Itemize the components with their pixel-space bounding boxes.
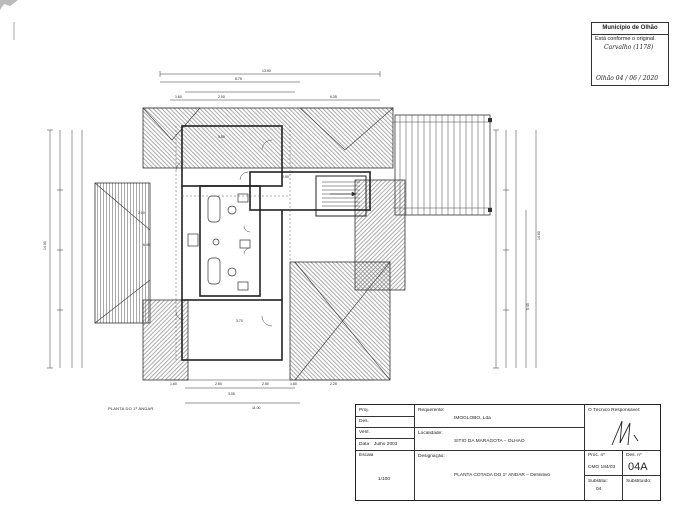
- dim-bot-c: 3.05: [228, 392, 235, 396]
- dim-wing: 2.10: [138, 211, 145, 215]
- dim-center: 6.40: [143, 243, 150, 247]
- roof-top: [142, 107, 394, 169]
- requerente-label: Requerente:: [418, 408, 445, 413]
- stamp-signature: Carvalho (1178): [604, 44, 654, 52]
- dim-corridor: 2.90: [282, 175, 289, 179]
- roof-left: [94, 182, 151, 324]
- tecnico-label: O Técnico Responsável:: [588, 408, 641, 413]
- roof-ridge-top: [142, 107, 201, 141]
- dim-room-w: 3.50: [218, 135, 225, 139]
- dim-bot-d: 2.50: [262, 382, 269, 386]
- dimension-labels: 13.90 8.75 6.35 2.00 1.60 11.00 1.60 2.5…: [43, 69, 541, 410]
- dim-bottom-total: 11.00: [252, 406, 261, 410]
- certification-stamp: Município de Olhão Está conforme o origi…: [591, 22, 669, 86]
- bathroom-fixtures: [187, 193, 251, 291]
- substituido-label: Substituído:: [626, 479, 652, 484]
- requerente-value: IMOGLOBO, Lda: [454, 416, 491, 421]
- dim-room-h: 3.70: [236, 319, 243, 323]
- dim-top-total: 13.90: [262, 69, 271, 73]
- des-n-value: 04A: [628, 461, 648, 473]
- data-label: Data: [359, 442, 370, 447]
- dim-top-c: 2.00: [218, 95, 225, 99]
- dim-bot-f: 2.25: [330, 382, 337, 386]
- stamp-date: Olhão 04 / 06 / 2020: [596, 75, 659, 82]
- technician-signature: [611, 420, 639, 446]
- door-swings: [175, 139, 273, 327]
- drawing-caption: PLANTA DO 1º ANDAR: [108, 406, 154, 411]
- scan-mark: [0, 0, 18, 10]
- designacao-value: PLANTA COTADA DO 1º ANDAR – Definitivo: [454, 473, 550, 478]
- dim-bot-e: 1.60: [290, 382, 297, 386]
- stairs: [322, 181, 360, 207]
- stamp-heading: Município de Olhão: [592, 23, 668, 35]
- dim-top-a: 8.75: [235, 77, 242, 81]
- designacao-label: Designação:: [418, 454, 445, 459]
- escala-value: 1/100: [378, 477, 391, 482]
- roof-bottom-right: [289, 261, 391, 381]
- dim-bot-b: 2.50: [215, 382, 222, 386]
- title-block: Proj. Des. Verif. Data Julho 2003 Escala…: [355, 404, 661, 501]
- data-value: Julho 2003: [374, 442, 398, 447]
- roof-areas: [94, 107, 406, 381]
- localidade-value: SITIO DA MARAGOTA – OLHÃO: [454, 439, 525, 444]
- pergola: [393, 114, 492, 216]
- verif-label: Verif.: [359, 430, 370, 435]
- proc-value: CMO 184/03: [588, 465, 616, 470]
- dimension-lines: [49, 73, 537, 404]
- roof-bottom-left: [142, 299, 189, 381]
- des-label: Des.: [359, 419, 369, 424]
- dim-bot-a: 1.60: [170, 382, 177, 386]
- proj-label: Proj.: [359, 408, 369, 413]
- dim-top-d: 1.60: [175, 95, 182, 99]
- dim-left-total: 14.00: [43, 241, 47, 250]
- roof-ridge-top2: [299, 107, 394, 151]
- substitui-label: Substitui:: [588, 479, 608, 484]
- proc-label: Proc. nº: [588, 453, 605, 458]
- localidade-label: Localidade:: [418, 431, 443, 436]
- stamp-line: Está conforme o original.: [595, 35, 656, 42]
- escala-label: Escala: [359, 453, 374, 458]
- walls: [181, 125, 371, 361]
- dim-right-mid: 5.45: [526, 303, 530, 310]
- dimension-ticks: [47, 71, 509, 369]
- dashed-lines: [175, 126, 291, 360]
- substitui-value: 04: [596, 487, 602, 492]
- des-n-label: Des. nº: [626, 453, 642, 458]
- dim-top-b: 6.35: [330, 95, 337, 99]
- dim-right-total: 14.00: [537, 231, 541, 240]
